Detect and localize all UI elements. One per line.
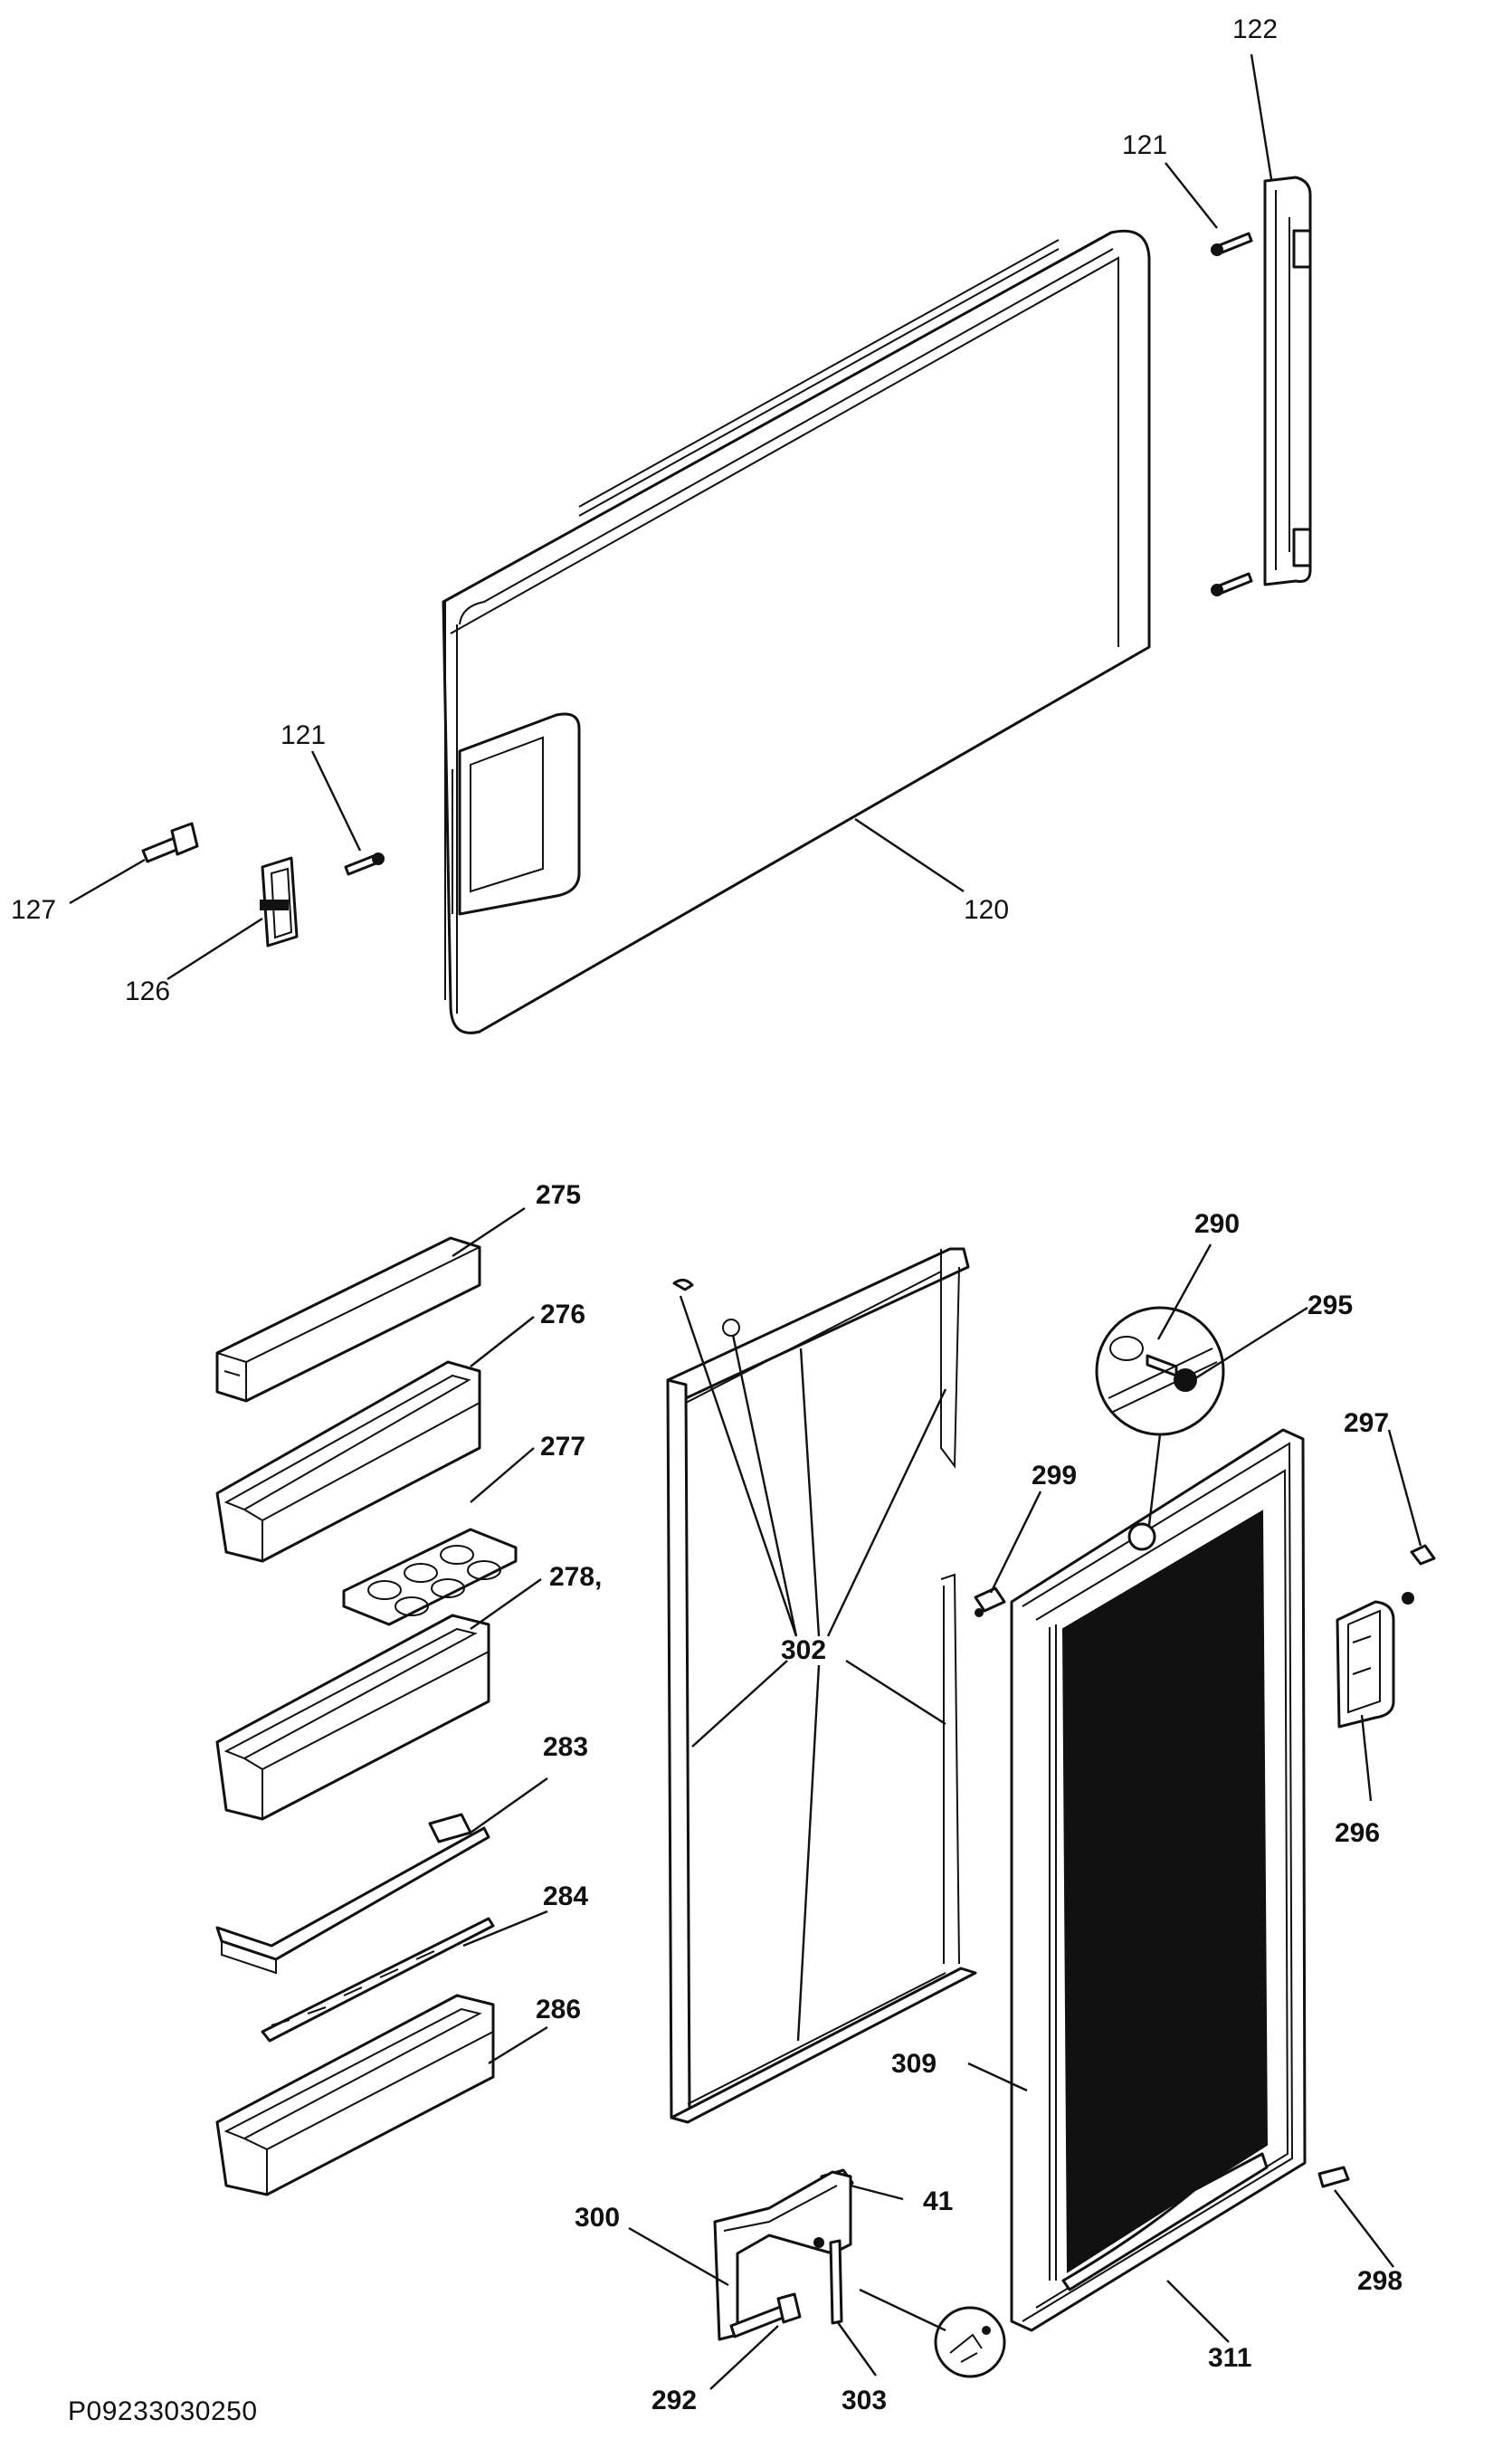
part-275-shelf-cover — [215, 1236, 481, 1403]
label-276: 276 — [540, 1300, 585, 1329]
label-302: 302 — [781, 1635, 826, 1665]
leader-276 — [470, 1316, 535, 1367]
leader-296 — [1360, 1714, 1373, 1802]
leader-302-group — [679, 1295, 947, 2042]
label-296: 296 — [1335, 1818, 1380, 1848]
leader-303 — [836, 2320, 877, 2377]
part-127-bolt — [141, 822, 199, 863]
label-120: 120 — [964, 895, 1009, 925]
detail-circle-hinge-pin — [1095, 1306, 1225, 1526]
part-278-door-shelf — [215, 1614, 490, 1821]
part-122-hinge-bar — [1263, 176, 1312, 586]
leader-303-detail — [859, 2288, 946, 2332]
label-286: 286 — [536, 1995, 581, 2024]
label-295: 295 — [1308, 1291, 1353, 1320]
label-121-upper: 121 — [1122, 130, 1167, 160]
label-121-left: 121 — [281, 720, 326, 750]
label-292: 292 — [651, 2386, 697, 2415]
leader-121-left — [310, 750, 362, 852]
leader-309 — [967, 2062, 1028, 2092]
label-309: 309 — [891, 2049, 937, 2079]
label-275: 275 — [536, 1180, 581, 1210]
label-290: 290 — [1194, 1209, 1240, 1239]
leader-292 — [709, 2325, 779, 2390]
label-300: 300 — [575, 2203, 620, 2233]
part-302-door-gasket-frame — [666, 1247, 977, 2124]
leader-126 — [166, 917, 263, 981]
part-126-bracket — [260, 856, 299, 948]
label-127: 127 — [11, 895, 56, 925]
label-283: 283 — [543, 1732, 588, 1762]
label-299: 299 — [1032, 1461, 1077, 1491]
part-284-retainer — [261, 1917, 495, 2043]
label-41: 41 — [923, 2186, 953, 2216]
part-303-hinge-pin — [829, 2239, 843, 2325]
label-126: 126 — [125, 976, 170, 1006]
leader-297 — [1387, 1429, 1422, 1547]
part-300-lower-hinge — [713, 2170, 852, 2341]
label-303: 303 — [842, 2386, 887, 2415]
label-298: 298 — [1357, 2266, 1403, 2296]
leader-299 — [989, 1491, 1042, 1594]
label-297: 297 — [1344, 1408, 1389, 1438]
part-296-door-handle — [1336, 1600, 1395, 1729]
part-121-screw-upper — [1211, 232, 1253, 256]
leader-277 — [470, 1447, 535, 1503]
leader-300 — [628, 2226, 729, 2287]
leader-275 — [452, 1206, 526, 1258]
leader-311 — [1166, 2280, 1230, 2343]
leader-121-upper — [1165, 162, 1218, 229]
part-120-freezer-door — [442, 229, 1151, 1034]
leader-286 — [488, 2025, 548, 2065]
part-121-screw-left — [344, 853, 385, 876]
part-121-screw-lower — [1211, 572, 1253, 596]
leader-122 — [1250, 53, 1273, 180]
leader-278 — [470, 1578, 542, 1630]
part-299-pin — [974, 1586, 1006, 1617]
leader-284 — [462, 1910, 548, 1948]
leader-41 — [850, 2184, 904, 2201]
document-code: P09233030250 — [68, 2396, 258, 2426]
leader-298 — [1334, 2189, 1394, 2268]
detail-circle-lower-hinge — [934, 2306, 1006, 2378]
part-286-door-shelf — [215, 1994, 495, 2196]
leader-283 — [470, 1777, 548, 1834]
leader-127 — [69, 858, 146, 905]
label-122: 122 — [1232, 14, 1278, 44]
part-309-fridge-door — [1010, 1428, 1307, 2332]
part-276-door-shelf — [215, 1360, 481, 1563]
part-298-clip — [1317, 2166, 1350, 2188]
part-297-nut — [1402, 1544, 1436, 1605]
leader-120 — [854, 818, 965, 892]
label-278: 278, — [549, 1562, 602, 1592]
part-277-egg-tray — [342, 1528, 518, 1626]
leader-290 — [1156, 1243, 1212, 1340]
label-284: 284 — [543, 1881, 588, 1911]
label-311: 311 — [1208, 2343, 1251, 2373]
leader-295 — [1192, 1306, 1308, 1382]
label-277: 277 — [540, 1432, 585, 1462]
